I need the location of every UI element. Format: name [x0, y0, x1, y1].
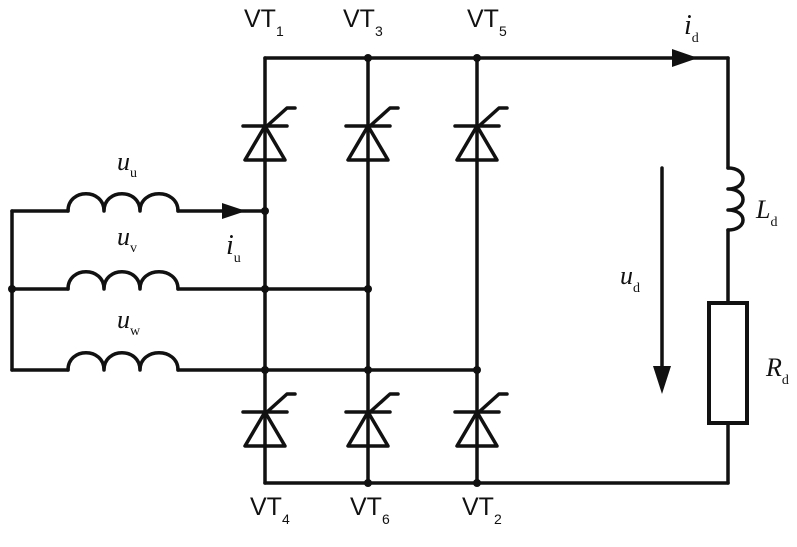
label-uv: uv — [117, 222, 137, 256]
source-coil-u — [66, 192, 180, 213]
thyristor-vt6 — [344, 392, 400, 448]
label-vt5: VT5 — [467, 5, 507, 39]
label-ld: Ld — [755, 195, 777, 230]
inductor-ld — [726, 166, 745, 232]
label-uu: uu — [117, 147, 137, 181]
label-vt2: VT2 — [462, 493, 502, 527]
source-coil-v — [66, 270, 180, 291]
label-uw: uw — [117, 305, 141, 339]
label-rd: Rd — [765, 353, 789, 388]
thyristor-vt2 — [453, 392, 509, 448]
current-arrow-iu — [222, 203, 246, 219]
label-iu: iu — [226, 230, 241, 266]
source-coil-w — [66, 351, 180, 372]
current-arrow-id — [672, 49, 698, 67]
label-ud: ud — [620, 261, 640, 296]
label-vt4: VT4 — [250, 493, 290, 527]
thyristor-vt1 — [241, 106, 297, 162]
label-vt3: VT3 — [343, 5, 383, 39]
thyristor-vt3 — [344, 106, 400, 162]
resistor-rd — [707, 301, 749, 425]
voltage-arrow-ud — [653, 166, 671, 394]
label-vt6: VT6 — [350, 493, 390, 527]
junction-dots — [8, 54, 481, 487]
thyristor-vt5 — [453, 106, 509, 162]
label-id: id — [684, 10, 699, 46]
label-vt1: VT1 — [244, 5, 284, 39]
thyristor-vt4 — [241, 392, 297, 448]
